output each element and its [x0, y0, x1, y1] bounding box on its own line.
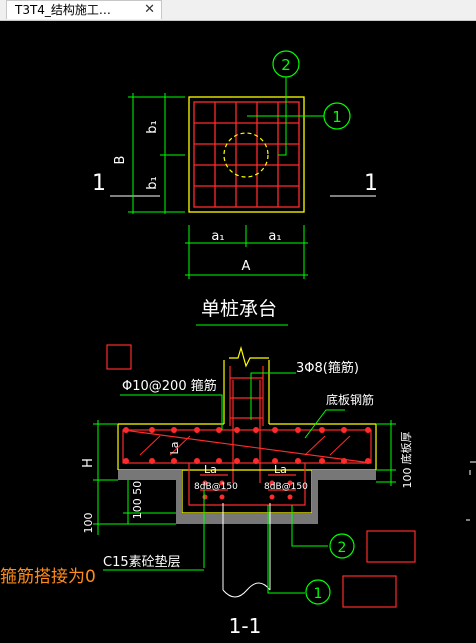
slab-thick-label: 底板厚 [399, 432, 413, 465]
svg-text:1: 1 [314, 586, 323, 602]
pile-outline [223, 132, 269, 178]
column-rebar [229, 366, 264, 483]
dim-a1-right: a₁ [268, 229, 281, 244]
dim-100-left: 100 [82, 513, 95, 534]
stirrup-top-label: 3Φ8(箍筋) [296, 360, 359, 376]
dim-b1-top: b₁ [145, 120, 160, 133]
svg-text:2: 2 [338, 540, 347, 556]
column-outline [223, 345, 270, 424]
drawing-tab[interactable]: T3T4_结构施工… ✕ [6, 0, 162, 19]
rebar-dots [123, 427, 371, 500]
marker-2-plan: 2 [272, 50, 300, 156]
rebar-grid [193, 101, 300, 208]
leaders [120, 372, 345, 594]
section-cut: 1 1 [92, 171, 378, 197]
cap-rebar [122, 429, 372, 506]
dim-a1-left: a₁ [211, 229, 224, 244]
marker-2-section: 2 [329, 533, 355, 559]
red-box-1 [342, 575, 397, 608]
red-marker-square [106, 344, 132, 370]
cap-section-outline [117, 423, 377, 514]
close-icon[interactable]: ✕ [144, 2, 155, 17]
plan-caption: 单桩承台 [201, 298, 277, 320]
cad-canvas[interactable]: 2 1 1 1 B b₁ b₁ [0, 20, 476, 643]
dim-A: A [242, 259, 251, 274]
pad-label: C15素砼垫层 [103, 554, 181, 570]
red-box-2 [366, 530, 416, 563]
dim-horizontal [185, 225, 308, 279]
bottom-rebar-label: 底板钢筋 [326, 392, 374, 407]
marker-1-section: 1 [305, 579, 331, 605]
note-right: 8dB@150 [264, 482, 308, 492]
section-view: H 100 100 50 底板厚 100 3Φ8(箍筋) Φ10@200 箍筋 … [0, 344, 476, 638]
section-caption: 1-1 [229, 614, 262, 638]
dim-B: B [113, 156, 128, 165]
dim-100-right: 100 [401, 468, 414, 489]
marker-1-plan: 1 [247, 102, 351, 130]
la-right: La [274, 463, 287, 476]
plan-view: 2 1 1 1 B b₁ b₁ [92, 50, 378, 326]
tab-title[interactable]: T3T4_结构施工… [15, 3, 111, 17]
overlay-note: 箍筋搭接为0 [0, 567, 96, 587]
dim-b1-bottom: b₁ [145, 176, 160, 189]
note-left: 8dB@150 [194, 482, 238, 492]
dim-100-50: 100 50 [131, 481, 144, 520]
svg-text:1: 1 [92, 171, 106, 196]
pile-section [222, 503, 271, 598]
la-center: La [204, 463, 217, 476]
dim-vertical [128, 93, 185, 214]
svg-text:1: 1 [332, 108, 342, 126]
section-dims-left [93, 420, 176, 535]
stirrup-diagonals [139, 435, 351, 456]
svg-text:1: 1 [364, 171, 378, 196]
stirrup-left-label: Φ10@200 箍筋 [122, 378, 217, 394]
section-dims-right [376, 420, 396, 486]
la-left: La [168, 442, 181, 455]
dim-H: H [81, 458, 96, 468]
svg-text:2: 2 [281, 56, 291, 74]
cap-outline [188, 96, 305, 213]
tab-bar: T3T4_结构施工… ✕ [0, 0, 476, 21]
right-edge-fragment [466, 461, 476, 521]
concrete-pad [118, 470, 376, 524]
